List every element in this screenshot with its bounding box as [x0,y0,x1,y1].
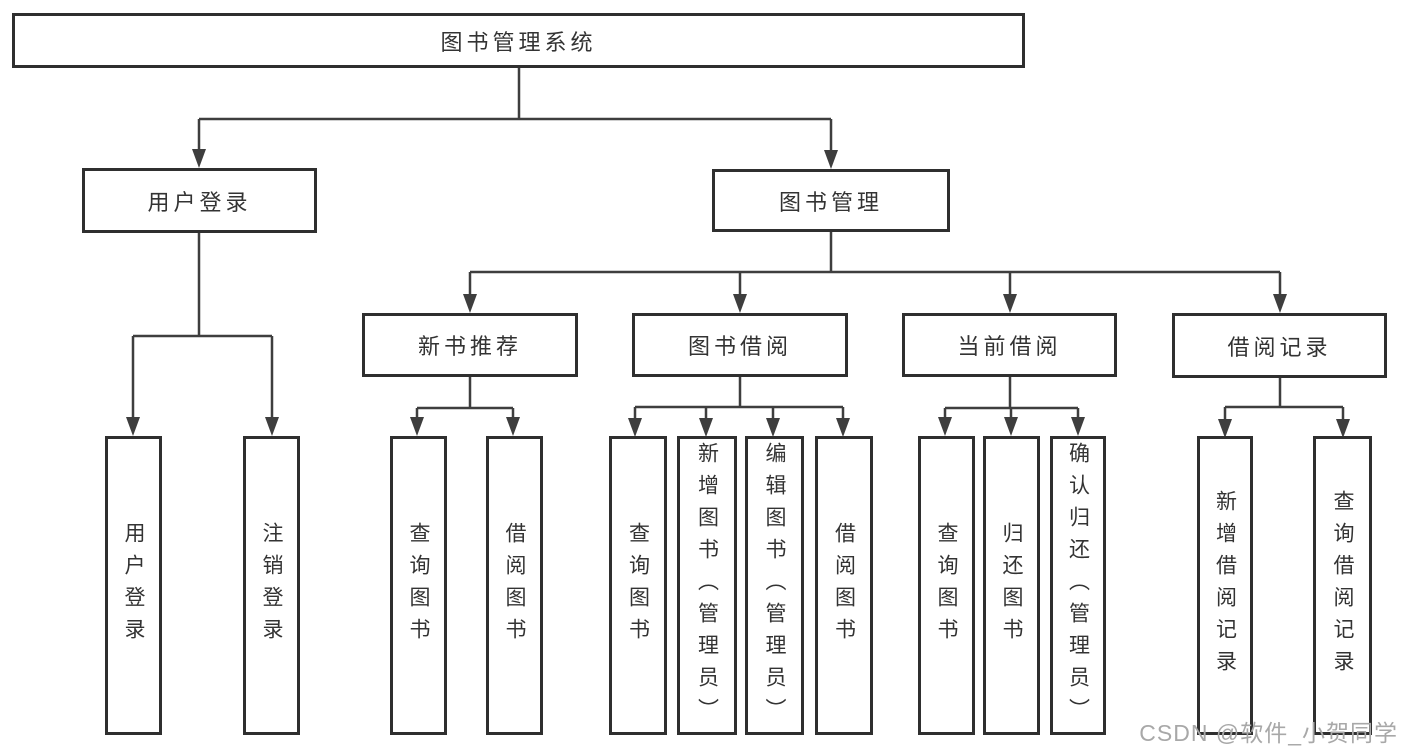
node-root-library-system: 图书管理系统 [12,13,1025,68]
leaf-query-borrow-record: 查询借阅记录 [1313,436,1372,735]
leaf-logout: 注销登录 [243,436,300,735]
leaf-query-books-recommend-label: 查询图书 [407,521,430,650]
node-new-book-recommend-label: 新书推荐 [417,334,522,359]
leaf-query-books-current-label: 查询图书 [935,521,958,650]
node-user-login: 用户登录 [82,168,317,233]
connector-new-book-rec-to-children [410,377,520,436]
node-book-borrowing: 图书借阅 [632,313,848,377]
node-book-borrowing-label: 图书借阅 [687,334,792,359]
connector-root-to-level2 [192,68,838,169]
leaf-add-books-admin: 新增图书（管理员） [677,436,737,735]
csdn-watermark: CSDN @软件_小贺同学 [1139,720,1398,746]
leaf-query-books-recommend: 查询图书 [390,436,447,735]
leaf-edit-books-admin-label: 编辑图书（管理员） [763,441,786,730]
leaf-query-books-borrowing-label: 查询图书 [626,521,650,650]
leaf-edit-books-admin: 编辑图书（管理员） [745,436,804,735]
leaf-borrow-books-recommend: 借阅图书 [486,436,543,735]
leaf-add-borrow-record-label: 新增借阅记录 [1213,489,1237,682]
leaf-add-books-admin-label: 新增图书（管理员） [695,441,719,730]
node-book-management-label: 图书管理 [778,189,883,215]
connector-user-login-to-children [126,233,279,436]
leaf-return-books-label: 归还图书 [1000,521,1023,650]
leaf-borrow-books-label: 借阅图书 [832,521,856,650]
connector-book-mgmt-to-level3 [463,232,1287,313]
leaf-borrow-books-recommend-label: 借阅图书 [503,521,526,650]
leaf-logout-label: 注销登录 [260,521,283,650]
connector-book-borrow-to-children [628,377,850,437]
node-root-label: 图书管理系统 [440,29,597,55]
leaf-user-login: 用户登录 [105,436,162,735]
leaf-return-books: 归还图书 [983,436,1040,735]
leaf-borrow-books: 借阅图书 [815,436,873,735]
leaf-add-borrow-record: 新增借阅记录 [1197,436,1253,735]
node-book-management: 图书管理 [712,169,950,232]
leaf-query-books-current: 查询图书 [918,436,975,735]
leaf-confirm-return-admin: 确认归还（管理员） [1050,436,1106,735]
node-current-borrowing-label: 当前借阅 [957,334,1062,359]
connector-borrow-records-to-children [1218,378,1350,438]
leaf-user-login-label: 用户登录 [122,521,145,650]
leaf-confirm-return-admin-label: 确认归还（管理员） [1066,441,1090,730]
node-current-borrowing: 当前借阅 [902,313,1117,377]
node-user-login-label: 用户登录 [147,189,252,215]
node-borrow-records: 借阅记录 [1172,313,1387,378]
leaf-query-borrow-record-label: 查询借阅记录 [1331,489,1354,682]
node-borrow-records-label: 借阅记录 [1227,334,1332,360]
connector-current-borrow-to-children [938,377,1085,436]
leaf-query-books-borrowing: 查询图书 [609,436,667,735]
node-new-book-recommend: 新书推荐 [362,313,578,377]
